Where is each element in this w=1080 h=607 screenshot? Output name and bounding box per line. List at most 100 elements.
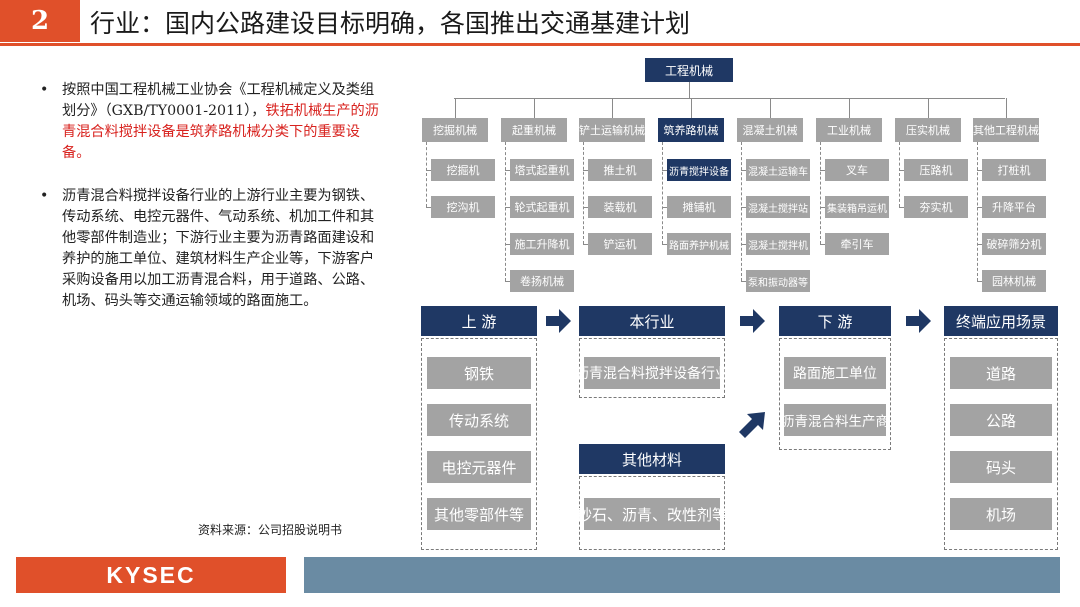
tree-child: 升降平台 xyxy=(982,196,1046,218)
connector xyxy=(928,98,929,118)
tree-child: 叉车 xyxy=(825,159,889,181)
connector xyxy=(977,170,982,171)
connector xyxy=(505,170,510,171)
connector xyxy=(583,244,588,245)
connector xyxy=(741,170,746,171)
industry-header: 本行业 xyxy=(579,306,725,336)
downstream-item: 沥青混合料生产商 xyxy=(781,404,889,436)
upstream-item: 传动系统 xyxy=(427,404,531,436)
tree-child: 压路机 xyxy=(904,159,968,181)
tree-child: 装载机 xyxy=(588,196,652,218)
connector xyxy=(977,281,982,282)
connector xyxy=(662,170,667,171)
tree-child: 夯实机 xyxy=(904,196,968,218)
connector xyxy=(583,170,588,171)
tree-child: 挖掘机 xyxy=(431,159,495,181)
upstream-item: 电控元器件 xyxy=(427,451,531,483)
tree-root: 工程机械 xyxy=(645,58,733,82)
tree-category: 挖掘机械 xyxy=(422,118,488,142)
connector xyxy=(426,170,431,171)
bullet-item-classification: 按照中国工程机械工业协会《工程机械定义及类组划分》（GXB/TY0001-201… xyxy=(38,80,383,164)
tree-child: 混凝土搅拌机 xyxy=(746,233,810,255)
tree-category: 压实机械 xyxy=(895,118,961,142)
connector xyxy=(505,281,510,282)
connector xyxy=(899,207,904,208)
terminal-panel xyxy=(944,338,1058,550)
industry-item: 沥青混合料搅拌设备行业 xyxy=(575,357,729,389)
bullet-text: 按照中国工程机械工业协会《工程机械定义及类组划分》（GXB/TY0001-201… xyxy=(62,82,375,119)
upstream-panel xyxy=(421,338,537,550)
downstream-item: 路面施工单位 xyxy=(784,357,886,389)
connector xyxy=(770,98,771,118)
tree-category: 其他工程机械 xyxy=(973,118,1039,142)
connector xyxy=(534,98,535,118)
tree-category: 铲土运输机械 xyxy=(579,118,645,142)
connector xyxy=(505,244,510,245)
connector xyxy=(820,170,825,171)
tree-child: 轮式起重机 xyxy=(510,196,574,218)
connector xyxy=(426,207,431,208)
arrow-right-icon xyxy=(906,309,931,333)
bullet-item-industry-chain: 沥青混合料搅拌设备行业的上游行业主要为钢铁、传动系统、电控元器件、气动系统、机加… xyxy=(38,186,383,312)
tree-child: 园林机械 xyxy=(982,270,1046,292)
tree-category: 混凝土机械 xyxy=(737,118,803,142)
materials-panel xyxy=(579,476,725,550)
downstream-panel xyxy=(779,338,891,450)
section-number: 2 xyxy=(0,0,80,42)
materials-header: 其他材料 xyxy=(579,444,725,474)
connector xyxy=(899,170,904,171)
connector xyxy=(454,98,1005,99)
tree-child: 打桩机 xyxy=(982,159,1046,181)
connector xyxy=(662,207,667,208)
connector xyxy=(977,142,978,281)
connector xyxy=(741,207,746,208)
tree-category: 筑养路机械 xyxy=(658,118,724,142)
connector xyxy=(820,142,821,244)
bullet-highlight: 铁拓机械生产的沥青混合料搅拌设备是筑养路机械分类下的重要设备。 xyxy=(62,103,379,161)
connector xyxy=(899,142,900,207)
connector xyxy=(689,82,690,98)
tree-child: 泵和振动器等 xyxy=(746,270,810,292)
header-divider xyxy=(0,43,1080,46)
tree-category: 工业机械 xyxy=(816,118,882,142)
connector xyxy=(1006,98,1007,118)
upstream-item: 其他零部件等 xyxy=(427,498,531,530)
connector xyxy=(583,142,584,244)
tree-category: 起重机械 xyxy=(501,118,567,142)
tree-child: 路面养护机械 xyxy=(667,233,731,255)
connector xyxy=(662,244,667,245)
terminal-item: 码头 xyxy=(950,451,1052,483)
arrow-right-icon xyxy=(546,309,571,333)
connector xyxy=(977,244,982,245)
connector xyxy=(741,244,746,245)
connector xyxy=(662,142,663,244)
arrow-diagonal-icon xyxy=(739,412,765,438)
tree-child: 铲运机 xyxy=(588,233,652,255)
tree-child: 混凝土搅拌站 xyxy=(746,196,810,218)
connector xyxy=(741,281,746,282)
connector xyxy=(505,142,506,281)
connector xyxy=(849,98,850,118)
tree-child: 牵引车 xyxy=(825,233,889,255)
connector xyxy=(820,207,825,208)
connector xyxy=(426,142,427,207)
page-title: 行业：国内公路建设目标明确，各国推出交通基建计划 xyxy=(90,9,691,38)
connector xyxy=(612,98,613,118)
tree-child: 施工升降机 xyxy=(510,233,574,255)
tree-child: 混凝土运输车 xyxy=(746,159,810,181)
brand-logo: KYSEC xyxy=(16,557,286,593)
source-note: 资料来源：公司招股说明书 xyxy=(198,523,343,537)
tree-child: 集装箱吊运机 xyxy=(825,196,889,218)
terminal-item: 道路 xyxy=(950,357,1052,389)
tree-child: 卷扬机械 xyxy=(510,270,574,292)
connector xyxy=(455,98,456,118)
tree-child: 推土机 xyxy=(588,159,652,181)
footer-bar xyxy=(304,557,1060,593)
materials-item: 砂石、沥青、改性剂等 xyxy=(577,498,727,530)
arrow-right-icon xyxy=(740,309,765,333)
tree-child: 沥青搅拌设备 xyxy=(667,159,731,181)
connector xyxy=(583,207,588,208)
connector xyxy=(741,142,742,281)
bullet-text: 沥青混合料搅拌设备行业的上游行业主要为钢铁、传动系统、电控元器件、气动系统、机加… xyxy=(62,188,375,309)
upstream-header: 上 游 xyxy=(421,306,537,336)
